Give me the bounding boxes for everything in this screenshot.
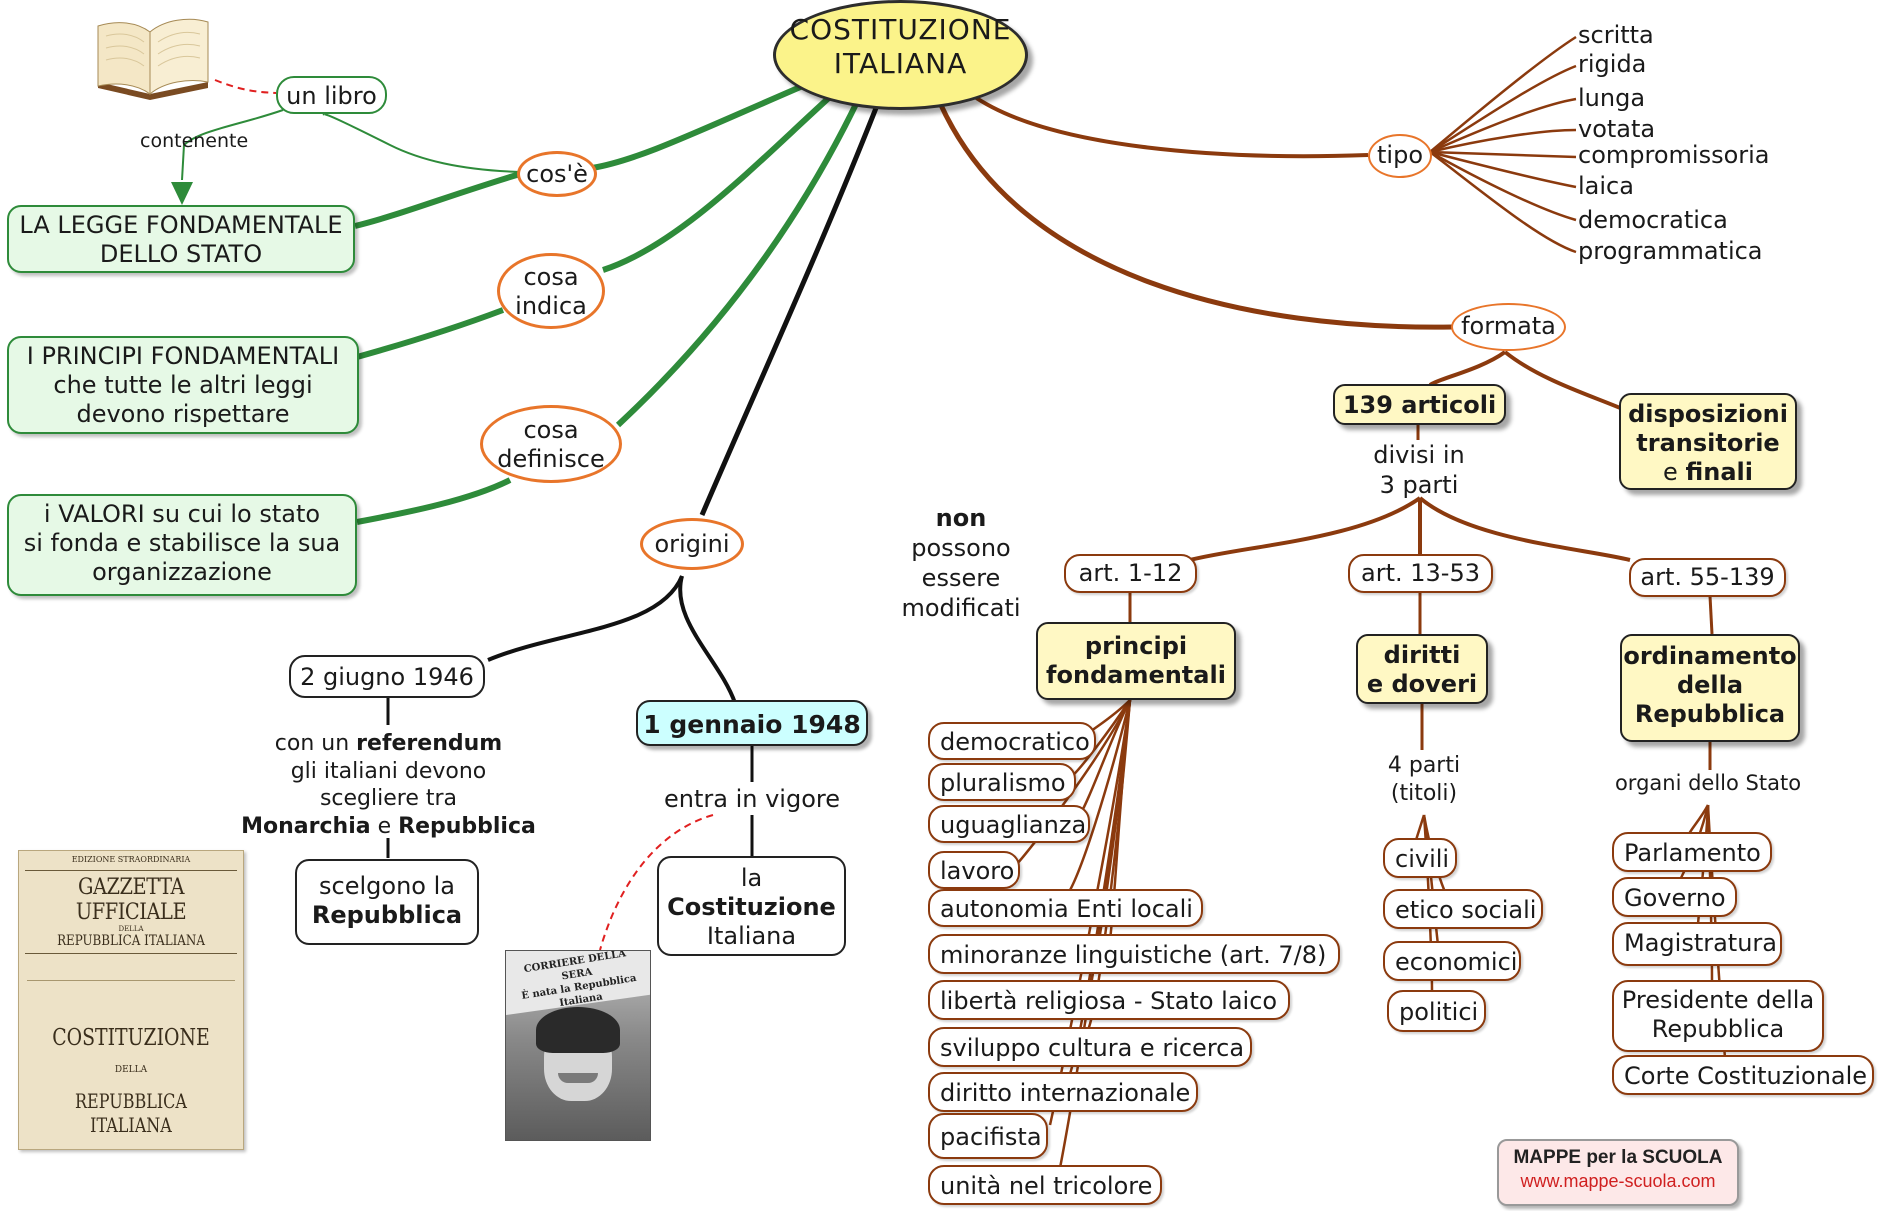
organi-item[interactable]: Governo [1612,877,1737,917]
organi-item[interactable]: Parlamento [1612,832,1772,872]
ordinamento-node[interactable]: ordinamento della Repubblica [1620,634,1800,742]
date-1946-node[interactable]: 2 giugno 1946 [289,655,485,698]
legge-fondamentale-box[interactable]: LA LEGGE FONDAMENTALE DELLO STATO [7,205,355,273]
referendum-text: con un referendum gli italiani devono sc… [241,731,536,839]
tipo-item: compromissoria [1578,141,1770,169]
139-articoli-node[interactable]: 139 articoli [1333,384,1506,425]
link-cose-legge [354,171,521,229]
principi-item[interactable]: pacifista [928,1113,1048,1159]
link-photo-dashed [599,814,714,951]
link-cose-libro [322,113,521,173]
principi-fondamentali-box[interactable]: I PRINCIPI FONDAMENTALI che tutte le alt… [7,336,359,434]
tipo-fan [1429,35,1577,254]
tipo-item: laica [1578,172,1634,200]
contenente-label: contenente [140,130,249,152]
quattro-parti-label: 4 parti (titoli) [1387,753,1461,806]
newspaper-photo: CORRIERE DELLA SERA È nata la Repubblica… [505,950,651,1141]
link-origini-giugno [487,575,684,662]
diritti-item[interactable]: politici [1387,990,1486,1032]
link-title-origini [699,102,881,516]
book-image [97,18,209,100]
title-node[interactable]: COSTITUZIONE ITALIANA [773,0,1028,110]
divisi-label: divisi in 3 parti [1373,441,1465,499]
art-13-53-node[interactable]: art. 13-53 [1348,554,1493,593]
link-title-indica [602,92,835,273]
principi-item[interactable]: libertà religiosa - Stato laico [928,980,1290,1020]
costituzione-italiana-box[interactable]: la Costituzione Italiana [657,856,846,956]
principi-item[interactable]: pluralismo [928,763,1076,801]
art-55-139-node[interactable]: art. 55-139 [1629,558,1786,597]
link-title-tipo [970,93,1369,159]
principi-item[interactable]: unità nel tricolore [928,1165,1162,1205]
tipo-item: votata [1578,115,1656,143]
tipo-item: programmatica [1578,237,1763,265]
principi-item[interactable]: uguaglianza [928,805,1090,843]
valori-box[interactable]: i VALORI su cui lo stato si fonda e stab… [7,494,357,596]
disposizioni-node[interactable]: disposizioni transitorie e finali [1619,393,1797,490]
principi-item[interactable]: sviluppo cultura e ricerca [928,1027,1252,1067]
tipo-item: democratica [1578,206,1728,234]
date-1948-node[interactable]: 1 gennaio 1948 [636,700,868,746]
cosa-indica-node[interactable]: cosa indica [497,253,605,329]
principi-item[interactable]: democratico [928,722,1096,760]
organi-label: organi dello Stato [1614,771,1802,795]
gazzetta-ufficiale-image: EDIZIONE STRAORDINARIA GAZZETTA UFFICIAL… [18,850,244,1150]
diritti-item[interactable]: civili [1383,838,1457,878]
principi-item[interactable]: autonomia Enti locali [928,889,1203,927]
brand-title: MAPPE per la SCUOLA [1513,1147,1723,1168]
diritti-item[interactable]: etico sociali [1383,889,1543,929]
principi-fondamentali-node[interactable]: principi fondamentali [1036,622,1236,700]
principi-item[interactable]: lavoro [928,851,1020,889]
link-definisce-valori [356,477,512,525]
link-book-dashed [214,79,277,94]
link-art3-ordinamento [1708,595,1714,635]
cose-node[interactable]: cos'è [517,151,597,197]
organi-item[interactable]: Corte Costituzionale [1612,1055,1874,1095]
link-libro-legge [181,109,284,181]
brand-box[interactable]: MAPPE per la SCUOLA www.mappe-scuola.com [1497,1139,1739,1206]
principi-item[interactable]: diritto internazionale [928,1072,1198,1112]
formata-node[interactable]: formata [1451,303,1566,351]
diritti-doveri-node[interactable]: diritti e doveri [1356,634,1488,704]
tipo-item: scritta [1578,21,1654,49]
link-formata-articoli [1428,350,1507,387]
link-origini-gennaio [678,575,737,704]
organi-item[interactable]: Magistratura [1612,922,1782,966]
link-formata-disposizioni [1503,350,1626,412]
origini-node[interactable]: origini [640,518,744,570]
non-modificati-label: non possono essere modificati [901,504,1021,622]
cosa-definisce-node[interactable]: cosa definisce [480,405,622,483]
tipo-node[interactable]: tipo [1368,134,1432,178]
tipo-item: lunga [1578,84,1646,112]
link-indica-principi [356,307,505,360]
brand-url[interactable]: www.mappe-scuola.com [1520,1171,1716,1191]
scelgono-repubblica-box[interactable]: scelgono la Repubblica [295,859,479,945]
un-libro-node[interactable]: un libro [276,76,387,114]
tipo-item: rigida [1578,50,1647,78]
diritti-item[interactable]: economici [1383,941,1521,981]
art-1-12-node[interactable]: art. 1-12 [1064,554,1197,593]
link-title-cose [591,79,814,171]
organi-item[interactable]: Presidente della Repubblica [1612,980,1824,1052]
entra-in-vigore-label: entra in vigore [664,785,840,813]
link-title-formata [937,101,1453,330]
principi-item[interactable]: minoranze linguistiche (art. 7/8) [928,934,1340,974]
arrow-head [171,182,193,205]
link-title-definisce [615,98,861,428]
link-divisi-art3 [1418,496,1631,562]
link-divisi-art1 [1189,496,1422,562]
